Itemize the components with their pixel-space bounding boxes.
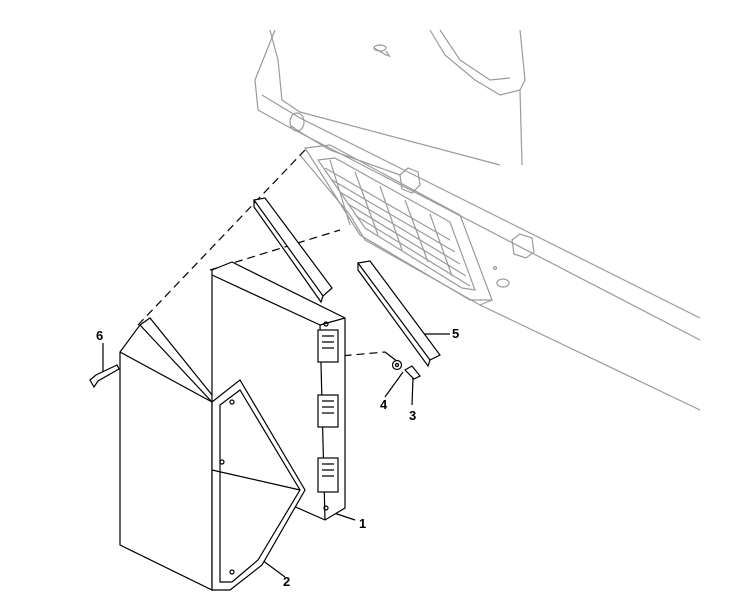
machine-housing — [254, 29, 701, 411]
callout-1: 1 — [359, 516, 367, 531]
callout-4: 4 — [380, 397, 388, 412]
enclosure-housing — [119, 317, 306, 591]
callout-5: 5 — [452, 326, 460, 341]
ventilation-grille — [303, 144, 493, 301]
callout-2: 2 — [283, 574, 291, 589]
bracket-strip-left — [252, 197, 333, 304]
mounting-nuts — [399, 167, 535, 259]
screw-3 — [404, 365, 421, 380]
callout-3: 3 — [409, 408, 417, 423]
bracket-strip-right — [356, 260, 441, 368]
bolt-6 — [89, 364, 120, 389]
washer-4 — [391, 359, 403, 371]
callout-6: 6 — [96, 328, 104, 343]
